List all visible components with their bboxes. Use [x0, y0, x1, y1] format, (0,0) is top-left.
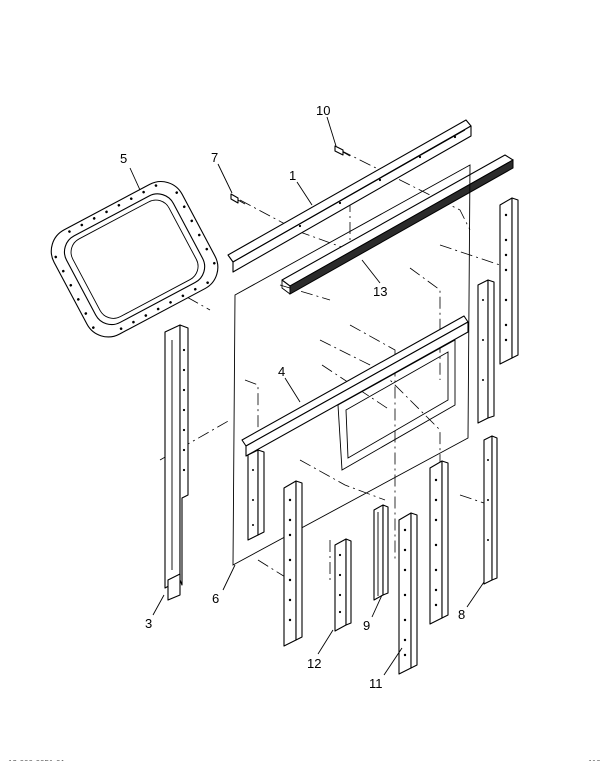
stiffener-11 — [398, 512, 418, 675]
callout-labels: 1 3 4 5 6 7 8 9 10 11 12 13 — [120, 103, 465, 691]
middle-right-post — [477, 279, 495, 424]
page-number: 110 — [588, 759, 601, 761]
callout-7: 7 — [211, 150, 218, 165]
window-rail-assembly — [241, 315, 469, 471]
left-post — [164, 324, 189, 601]
callout-1: 1 — [289, 168, 296, 183]
figure-id: 13-000-0051-01 — [8, 759, 65, 761]
window-frame-bolt-holes — [54, 184, 216, 330]
fastener-screw-7 — [230, 193, 246, 205]
callout-10: 10 — [316, 103, 330, 118]
callout-12: 12 — [307, 656, 321, 671]
callout-9: 9 — [363, 618, 370, 633]
upper-right-post — [499, 197, 519, 365]
stiffener-a — [283, 480, 303, 647]
short-post-left — [247, 449, 265, 541]
callout-6: 6 — [212, 591, 219, 606]
callout-3: 3 — [145, 616, 152, 631]
window-frame — [50, 181, 219, 338]
stiffener-b — [429, 460, 449, 625]
upper-channel-rail — [227, 119, 472, 273]
callout-11: 11 — [369, 676, 383, 691]
callout-leaders — [129, 116, 485, 676]
callout-5: 5 — [120, 151, 127, 166]
stiffener-12 — [334, 538, 352, 632]
fastener-screw-10 — [334, 145, 351, 157]
lower-right-post — [483, 435, 498, 585]
lower-angle-rail — [281, 154, 514, 295]
side-panel-sheet — [232, 164, 471, 566]
callout-8: 8 — [458, 607, 465, 622]
callout-13: 13 — [373, 284, 387, 299]
stiffener-9 — [373, 504, 389, 601]
callout-4: 4 — [278, 364, 285, 379]
